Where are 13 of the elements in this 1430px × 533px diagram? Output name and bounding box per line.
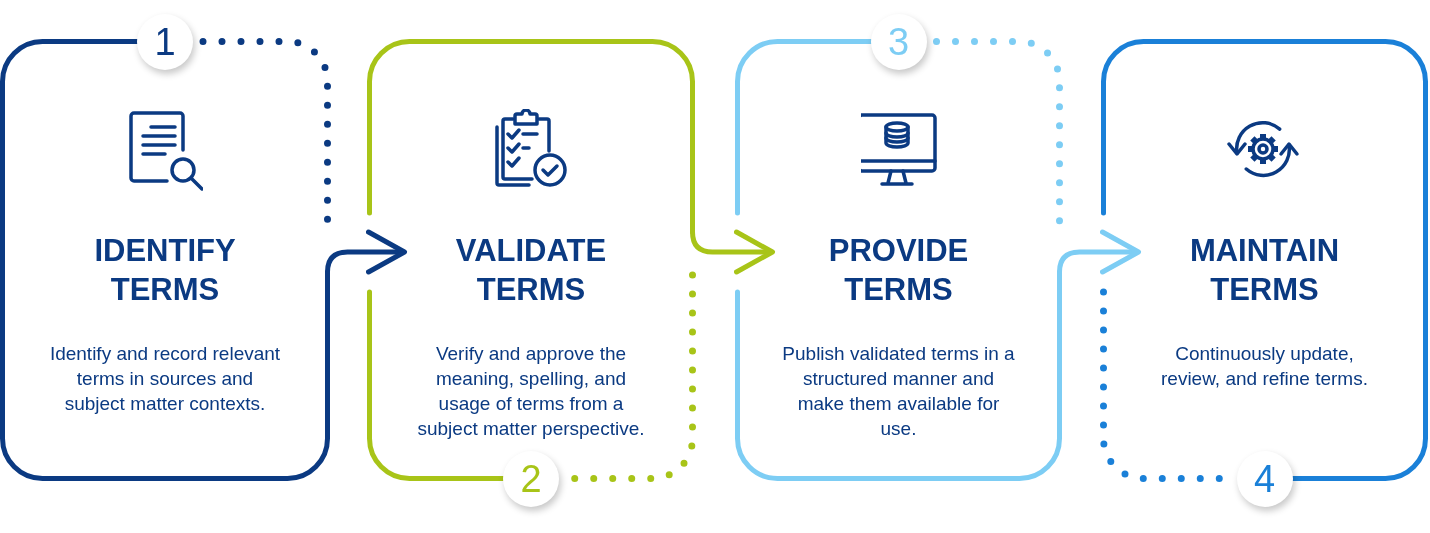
step-description: Publish validated terms in a structured manner and make them available for use. xyxy=(781,342,1016,441)
step-title: VALIDATE TERMS xyxy=(454,232,608,309)
step-title: IDENTIFY TERMS xyxy=(93,232,237,309)
step-description: Continuously update, review, and refine terms. xyxy=(1160,342,1369,391)
step-title: PROVIDE TERMS xyxy=(827,232,970,309)
step-number: 2 xyxy=(503,450,559,507)
step-description: Identify and record relevant terms in sources and subject matter contexts. xyxy=(48,342,282,416)
arrow xyxy=(1057,229,1141,275)
step-number: 4 xyxy=(1236,450,1293,507)
step-description: Verify and approve the meaning, spelling, and usage of terms from a subject matter perspective. xyxy=(416,342,646,441)
step-title: MAINTAIN TERMS xyxy=(1188,232,1341,309)
step-number: 1 xyxy=(137,13,193,70)
step-number: 3 xyxy=(870,13,927,70)
